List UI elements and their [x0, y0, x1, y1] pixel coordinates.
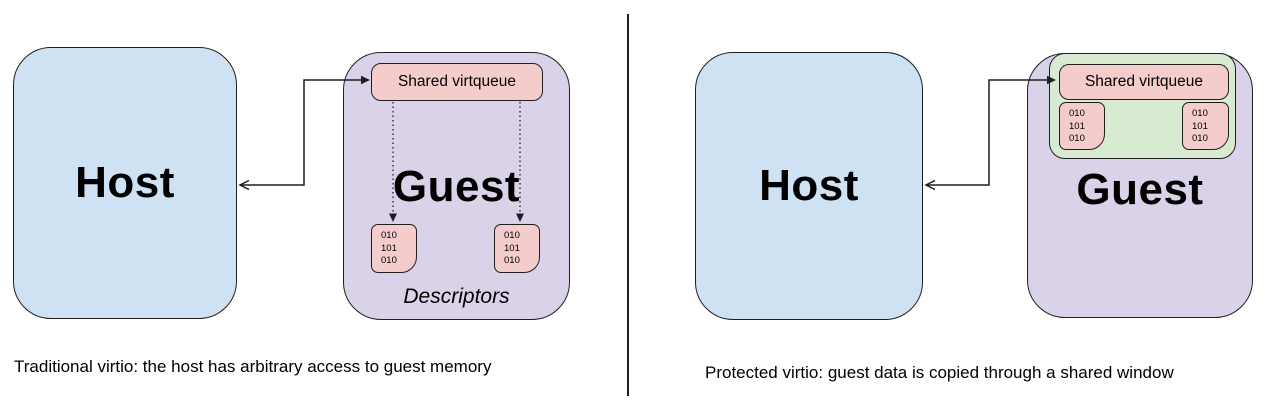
descriptor-line: 101: [381, 242, 397, 254]
descriptor-line: 101: [504, 242, 520, 254]
descriptor-line: 010: [504, 255, 520, 266]
shared-window-box: Shared virtqueue 010 101 010 010 101 010: [1049, 53, 1236, 159]
shared-virtqueue-label: Shared virtqueue: [397, 73, 517, 90]
host-label: Host: [75, 158, 175, 207]
guest-box: Shared virtqueue 010 101 010 010 101 010…: [1027, 53, 1253, 318]
descriptor-box: 010 101 010: [494, 224, 540, 273]
descriptor-line: 010: [381, 230, 397, 241]
host-label: Host: [759, 161, 859, 210]
host-box: Host: [13, 47, 237, 319]
descriptors-label: Descriptors: [403, 285, 510, 308]
descriptor-line: 101: [1192, 120, 1208, 132]
descriptor-line: 010: [1192, 133, 1208, 144]
descriptor-line: 010: [504, 230, 520, 241]
caption-traditional: Traditional virtio: the host has arbitra…: [14, 357, 492, 376]
shared-virtqueue-box: Shared virtqueue: [371, 63, 543, 101]
host-box: Host: [695, 52, 923, 320]
descriptor-box: 010 101 010: [1182, 102, 1229, 150]
descriptor-box: 010 101 010: [371, 224, 417, 273]
descriptor-line: 010: [1069, 108, 1085, 119]
shared-virtqueue-box: Shared virtqueue: [1059, 64, 1229, 100]
descriptor-box: 010 101 010: [1059, 102, 1105, 150]
guest-label: Guest: [392, 162, 521, 211]
descriptor-line: 010: [381, 255, 397, 266]
guest-label: Guest: [1076, 165, 1204, 214]
shared-virtqueue-label: Shared virtqueue: [1084, 73, 1204, 90]
panel-divider: [627, 14, 629, 396]
guest-box: Shared virtqueue Guest 010 101 010 010 1…: [343, 52, 570, 320]
descriptor-line: 010: [1069, 133, 1085, 144]
caption-protected: Protected virtio: guest data is copied t…: [705, 363, 1174, 382]
descriptor-line: 010: [1192, 108, 1208, 119]
descriptor-line: 101: [1069, 120, 1085, 132]
